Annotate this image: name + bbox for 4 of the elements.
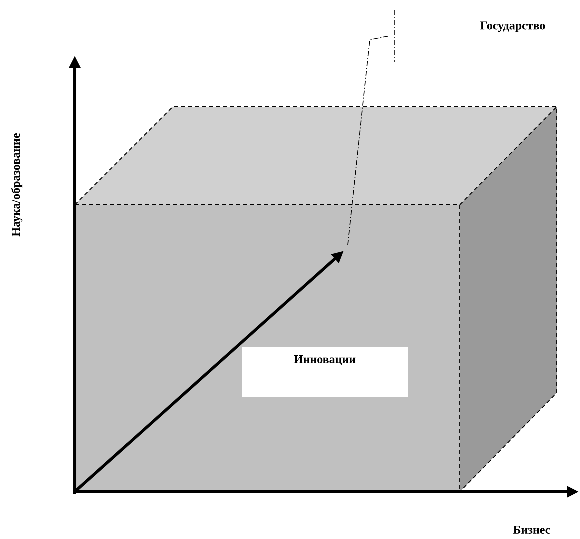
axis-label: Государство bbox=[480, 22, 546, 32]
axis-label: Наука/образование bbox=[11, 134, 23, 237]
axis-label: Бизнес bbox=[514, 526, 550, 534]
text-box: Инновации bbox=[242, 347, 408, 398]
